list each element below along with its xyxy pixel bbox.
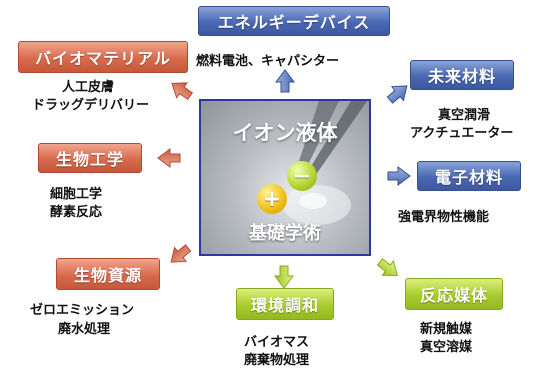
node-bioengineering-desc-2: 酵素反応 (50, 205, 103, 220)
center-subtitle: 基礎学術 (249, 223, 321, 244)
arrow-to-reaction-media (376, 258, 398, 277)
arrow-to-electronic-materials (387, 166, 411, 186)
node-reaction-media-desc-1: 新規触媒 (420, 322, 473, 337)
node-biomaterial-label: バイオマテリアル (18, 41, 188, 73)
node-environment-desc-1: バイオマス (244, 335, 310, 350)
node-bioengineering-desc-1: 細胞工学 (50, 187, 103, 202)
tweezers-droplet-illustration (283, 101, 367, 225)
node-bio-resources-desc-2: 廃水処理 (58, 322, 111, 337)
ionic-liquid-center-image: イオン液体 − + 基礎学術 (199, 99, 371, 256)
anion-icon: − (287, 161, 317, 191)
cation-icon: + (257, 184, 287, 214)
node-bioengineering-label: 生物工学 (38, 143, 142, 173)
node-future-materials-label: 未来材料 (410, 60, 514, 90)
node-electronic-materials-desc-1: 強電界物性機能 (398, 210, 490, 225)
node-biomaterial-desc-2: ドラッグデリバリー (32, 98, 150, 113)
center-title: イオン液体 (232, 121, 338, 145)
node-energy-devices-desc-1: 燃料電池、キャパシター (196, 54, 340, 69)
node-environment-desc-2: 廃棄物処理 (244, 353, 310, 368)
node-biomaterial-desc-1: 人工皮膚 (62, 80, 115, 95)
arrow-to-future-materials (386, 85, 408, 104)
node-bio-resources-label: 生物資源 (56, 258, 160, 290)
node-energy-devices-label: エネルギーデバイス (198, 6, 390, 36)
node-reaction-media-desc-2: 真空溶媒 (420, 340, 473, 355)
arrow-to-energy-devices (275, 69, 295, 93)
node-bio-resources-desc-1: ゼロエミッション (30, 303, 135, 318)
node-future-materials-desc-2: アクチュエーター (410, 126, 514, 141)
arrow-to-bioengineering (157, 148, 181, 168)
node-electronic-materials-label: 電子材料 (417, 161, 521, 191)
arrow-to-bio-resources (170, 244, 192, 263)
node-reaction-media-label: 反応媒体 (405, 278, 503, 310)
arrow-to-environment (274, 265, 294, 289)
node-future-materials-desc-1: 真空潤滑 (438, 108, 491, 123)
node-environment-label: 環境調和 (236, 288, 334, 320)
arrow-to-biomaterial (171, 82, 193, 100)
